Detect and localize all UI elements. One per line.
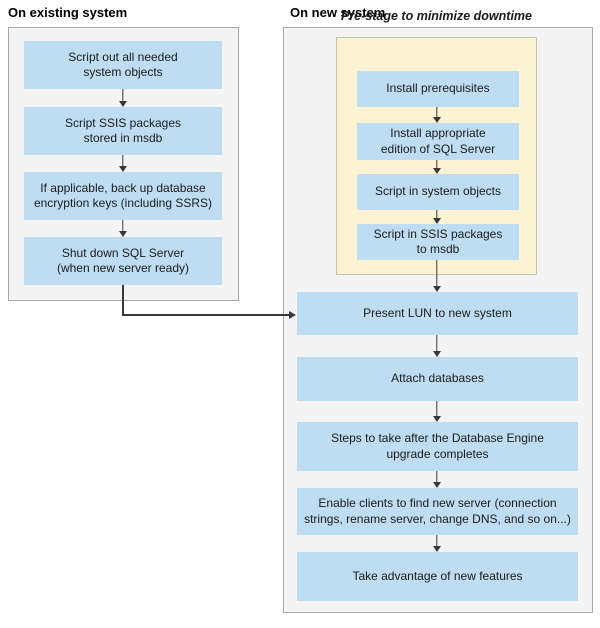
elbow-connector-horizontal (122, 314, 290, 316)
new-system-header: On new system (290, 5, 386, 20)
step-script-in-system-objects: Script in system objects (357, 174, 519, 210)
step-script-in-ssis-packages: Script in SSIS packages to msdb (357, 224, 519, 260)
arrow-down-icon (119, 220, 127, 237)
step-present-lun: Present LUN to new system (297, 292, 578, 335)
step-install-sql-server-edition: Install appropriate edition of SQL Serve… (357, 123, 519, 160)
arrow-down-icon (433, 401, 441, 422)
arrow-down-icon (433, 260, 441, 292)
step-script-ssis-packages: Script SSIS packages stored in msdb (24, 107, 222, 155)
elbow-connector-vertical (122, 285, 124, 316)
step-backup-encryption-keys: If applicable, back up database encrypti… (24, 172, 222, 220)
step-attach-databases: Attach databases (297, 357, 578, 401)
arrow-down-icon (433, 160, 441, 174)
step-enable-clients: Enable clients to find new server (conne… (297, 488, 578, 535)
arrow-down-icon (433, 210, 441, 224)
arrow-down-icon (433, 335, 441, 357)
arrow-down-icon (433, 535, 441, 552)
step-script-out-system-objects: Script out all needed system objects (24, 41, 222, 89)
step-shut-down-sql-server: Shut down SQL Server (when new server re… (24, 237, 222, 285)
arrow-down-icon (433, 471, 441, 488)
arrow-down-icon (119, 155, 127, 172)
existing-system-header: On existing system (8, 5, 128, 20)
step-post-upgrade-steps: Steps to take after the Database Engine … (297, 422, 578, 471)
step-take-advantage-new-features: Take advantage of new features (297, 552, 578, 601)
step-install-prerequisites: Install prerequisites (357, 71, 519, 107)
arrow-right-icon (289, 311, 296, 319)
arrow-down-icon (119, 89, 127, 107)
prestage-title: Pre-stage to minimize downtime (340, 9, 532, 23)
arrow-down-icon (433, 107, 441, 123)
